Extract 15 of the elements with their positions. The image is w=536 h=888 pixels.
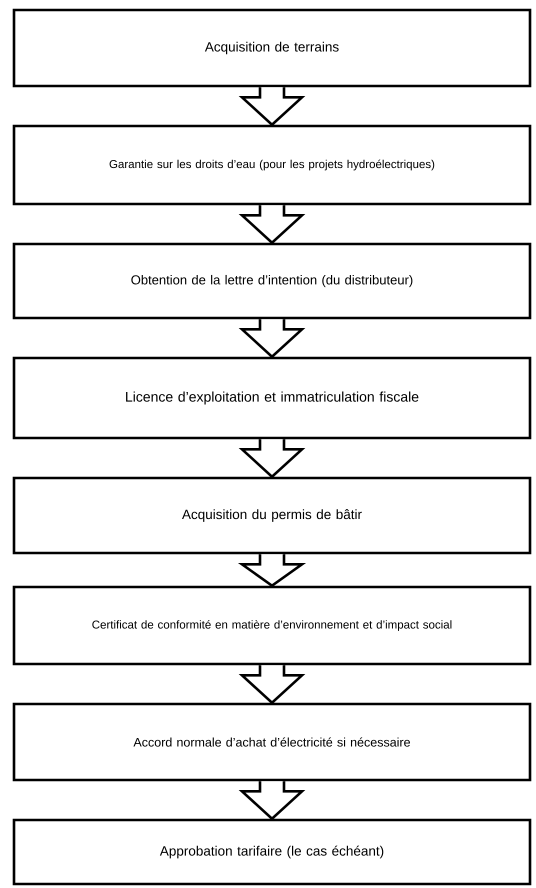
process-box: Accord normale d’achat d’électricité si nécessaire	[12, 702, 532, 782]
block-arrow	[238, 438, 306, 478]
block-arrow	[238, 204, 306, 244]
process-box: Certificat de conformité en matière d’environnement et d’impact social	[12, 586, 532, 666]
block-arrow	[238, 553, 306, 588]
process-box: Obtention de la lettre d’intention (du distributeur)	[12, 242, 532, 320]
block-arrow	[238, 318, 306, 358]
block-arrow	[238, 780, 306, 820]
process-box: Approbation tarifaire (le cas échéant)	[12, 818, 532, 886]
block-arrow	[238, 664, 306, 704]
process-box: Licence d’exploitation et immatriculation fiscale	[12, 356, 532, 440]
block-arrow	[238, 86, 306, 126]
process-box: Acquisition de terrains	[12, 8, 532, 88]
process-box: Acquisition du permis de bâtir	[12, 476, 532, 554]
process-box: Garantie sur les droits d’eau (pour les projets hydroélectriques)	[12, 124, 532, 206]
